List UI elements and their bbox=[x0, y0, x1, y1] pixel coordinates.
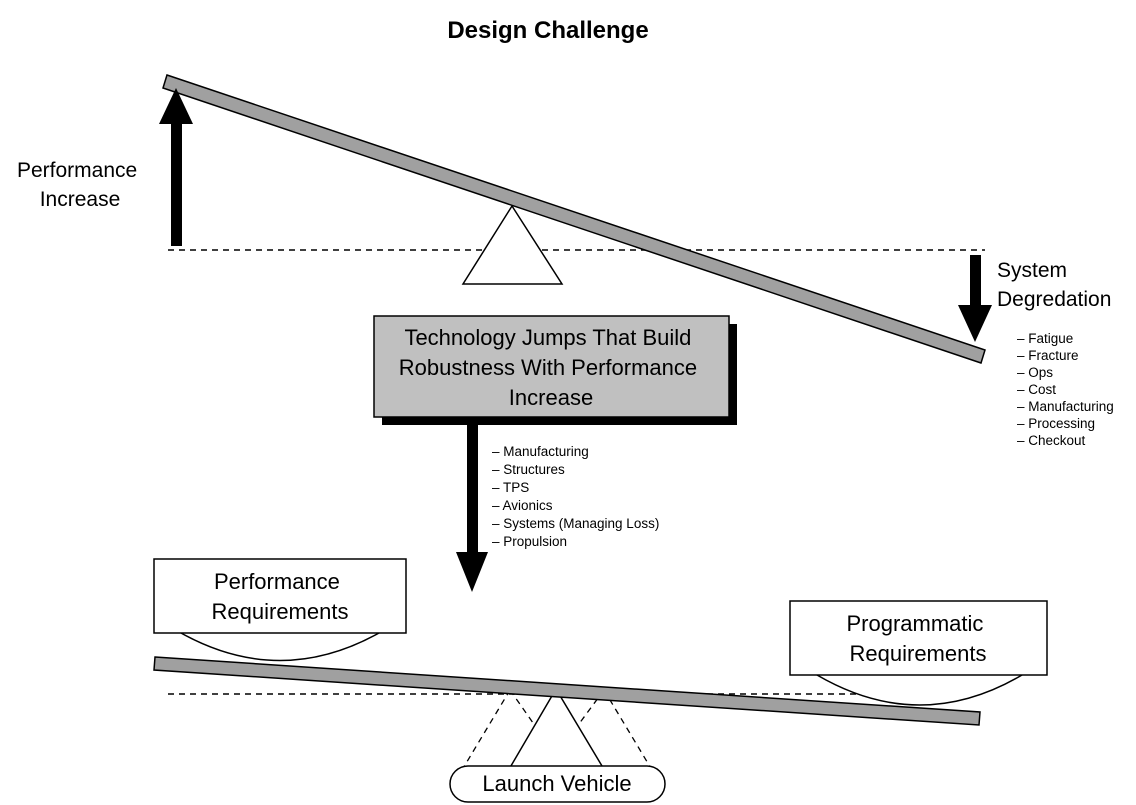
performance-requirements-cup bbox=[180, 632, 380, 662]
system-degradation-label: System Degredation bbox=[997, 259, 1111, 311]
performance-increase-label: Performance Increase bbox=[17, 159, 143, 211]
upper-beam bbox=[162, 74, 986, 364]
launch-vehicle-pill bbox=[449, 765, 666, 803]
programmatic-requirements-cup bbox=[816, 674, 1023, 706]
diagram-title: Design Challenge bbox=[447, 17, 648, 44]
technology-box-frame bbox=[373, 315, 730, 418]
performance-increase-arrow bbox=[159, 88, 193, 246]
programmatic-requirements-label: Programmatic Requirements bbox=[846, 611, 989, 666]
launch-vehicle-label: Launch Vehicle bbox=[482, 771, 631, 796]
upper-seesaw: Performance Increase System Degredation … bbox=[17, 74, 1118, 448]
degradation-factors-list: – Fatigue – Fracture – Ops – Cost – Manu… bbox=[1017, 331, 1118, 448]
system-degradation-arrow bbox=[958, 255, 992, 342]
technology-arrow bbox=[456, 425, 488, 592]
technology-box-label: Technology Jumps That Build Robustness W… bbox=[399, 325, 703, 410]
lower-seesaw: Performance Requirements Programmatic Re… bbox=[153, 558, 1048, 803]
performance-requirements-box bbox=[153, 558, 407, 634]
lower-beam bbox=[153, 656, 981, 726]
performance-requirements-label: Performance Requirements bbox=[212, 569, 349, 624]
lower-fulcrum-triangle bbox=[506, 687, 607, 772]
upper-fulcrum-triangle bbox=[461, 204, 564, 285]
programmatic-requirements-box bbox=[789, 600, 1048, 676]
technology-areas-list: – Manufacturing – Structures – TPS – Avi… bbox=[492, 444, 663, 549]
technology-box: Technology Jumps That Build Robustness W… bbox=[373, 315, 737, 425]
